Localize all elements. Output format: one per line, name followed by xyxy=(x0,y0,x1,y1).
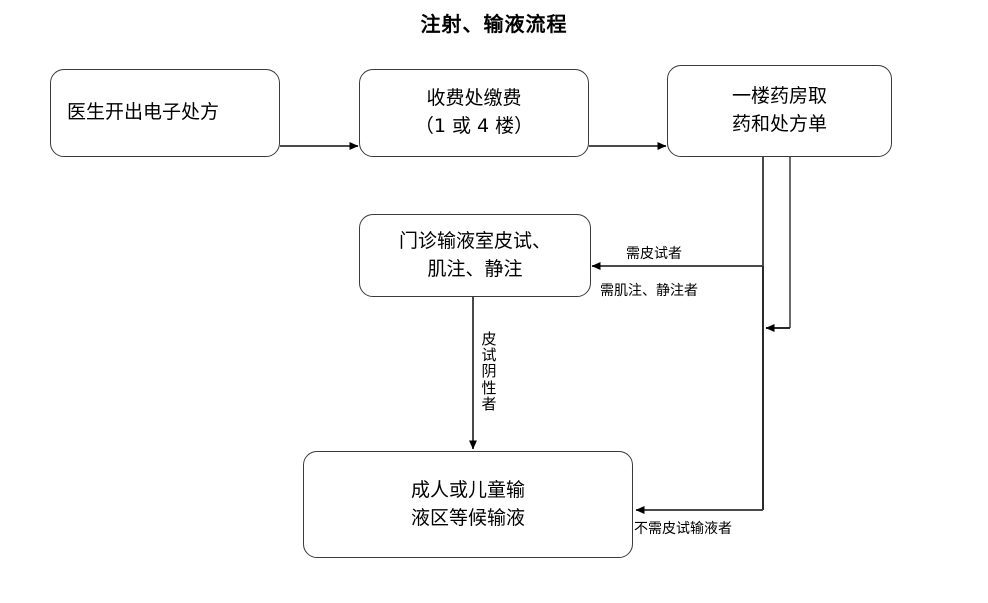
vertical-label-char: 皮 xyxy=(481,330,497,348)
edge-pharmacy-to-trunk xyxy=(765,157,791,332)
node-infusion-label: 门诊输液室皮试、 肌注、静注 xyxy=(398,229,551,280)
node-waiting[interactable]: 成人或儿童输 液区等候输液 xyxy=(303,451,633,558)
node-pharmacy[interactable]: 一楼药房取 药和处方单 xyxy=(667,65,892,157)
edge-label-skin-test: 需皮试者 xyxy=(626,246,682,262)
edge-label-injection: 需肌注、静注者 xyxy=(600,283,698,299)
node-pharmacy-label: 一楼药房取 药和处方单 xyxy=(731,85,827,135)
node-payment[interactable]: 收费处缴费 （1 或 4 楼） xyxy=(359,69,589,157)
edge-label-no-skin-test: 不需皮试输液者 xyxy=(634,521,732,537)
vertical-label-char: 者 xyxy=(481,394,497,413)
node-waiting-label: 成人或儿童输 液区等候输液 xyxy=(410,478,525,529)
vertical-label-char: 性 xyxy=(481,378,497,397)
node-infusion[interactable]: 门诊输液室皮试、 肌注、静注 xyxy=(359,214,591,297)
edge-trunk-to-waiting xyxy=(635,266,764,514)
node-prescription-label: 医生开出电子处方 xyxy=(67,101,220,124)
vertical-label-char: 阴 xyxy=(481,362,497,381)
edge-label-skin-negative: 皮试阴性者 xyxy=(480,331,498,412)
node-prescription[interactable]: 医生开出电子处方 xyxy=(50,69,280,157)
page-title: 注射、输液流程 xyxy=(420,12,568,36)
vertical-label-char: 试 xyxy=(481,346,497,365)
node-payment-label: 收费处缴费 （1 或 4 楼） xyxy=(414,87,534,137)
